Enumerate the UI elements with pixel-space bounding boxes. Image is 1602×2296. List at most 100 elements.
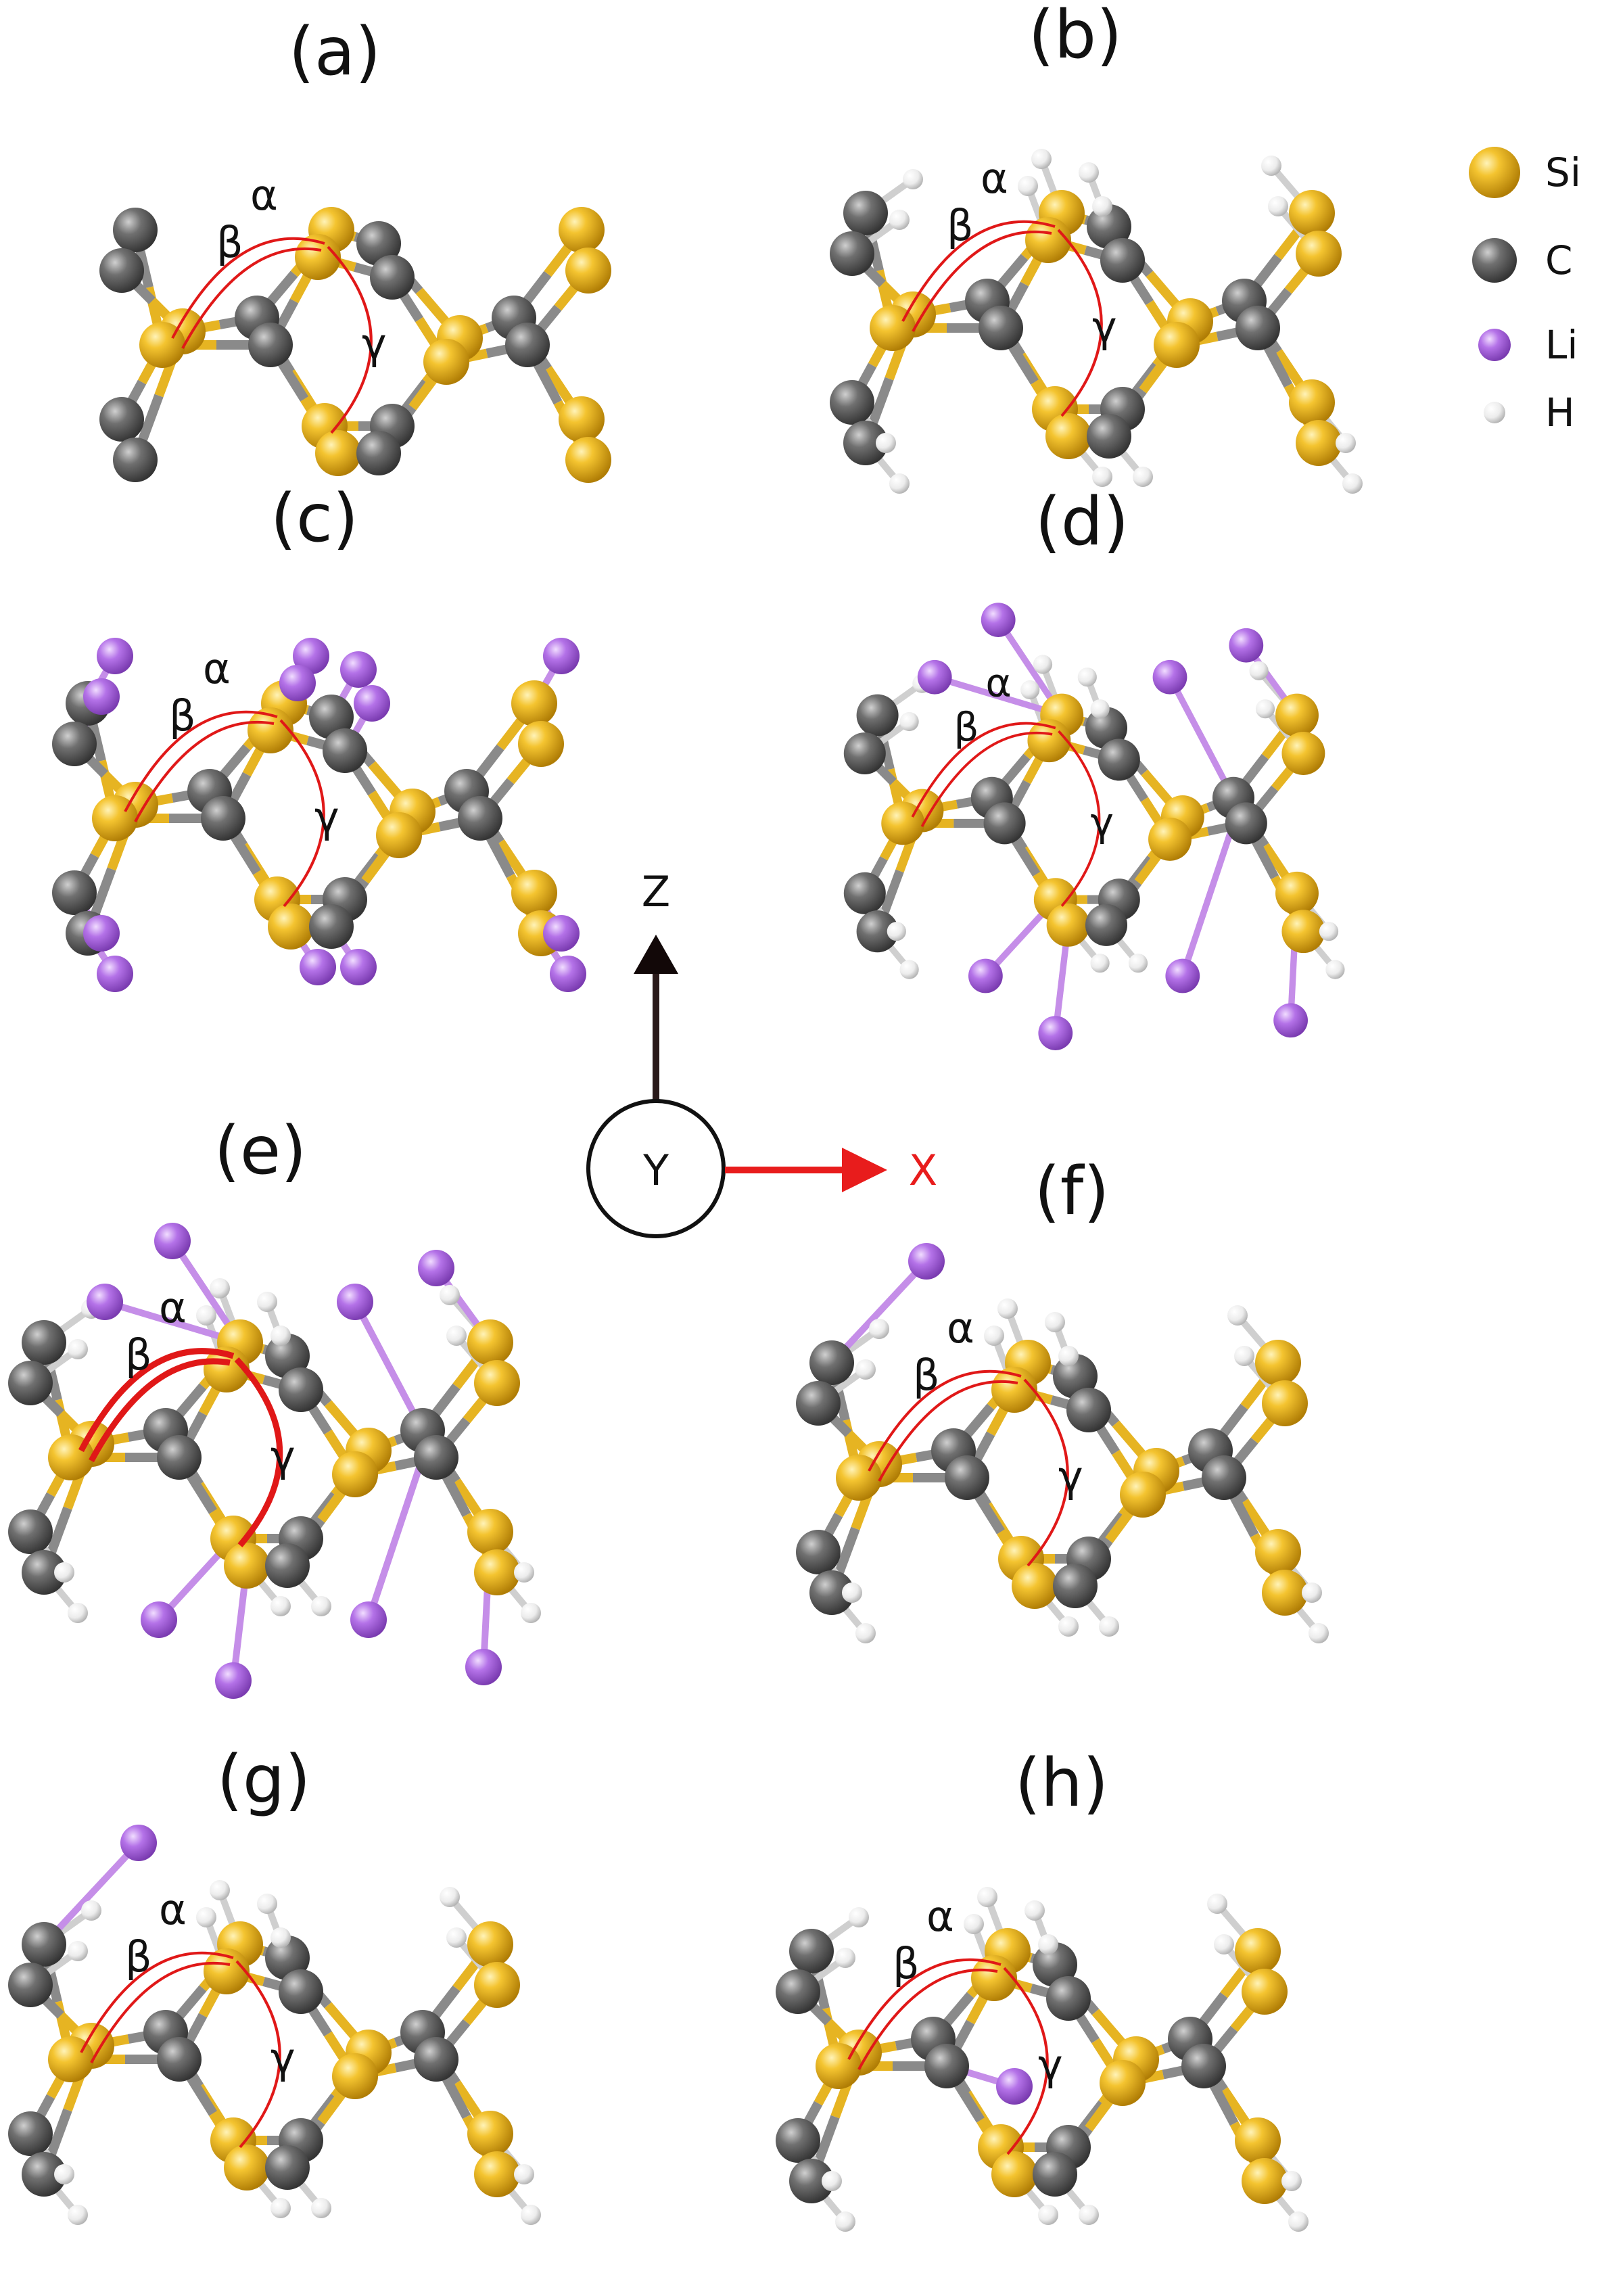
- li-atom: [279, 665, 316, 701]
- bond: [352, 1300, 426, 1432]
- li-atom: [120, 1825, 157, 1861]
- si-atom: [1289, 190, 1335, 236]
- si-atom: [559, 396, 605, 442]
- h-atom: [1092, 196, 1112, 216]
- alpha-arc: [847, 1958, 1002, 2060]
- alpha-arc: [901, 220, 1056, 322]
- alpha-arc: [80, 1951, 234, 2053]
- c-atom: [157, 1435, 202, 1480]
- h-atom: [54, 1562, 74, 1583]
- panel-structure: αβγ: [796, 1243, 1329, 1643]
- h-atom: [68, 2205, 88, 2225]
- si-atom: [248, 707, 293, 753]
- alpha-label: α: [159, 1885, 187, 1934]
- c-atom: [309, 695, 354, 739]
- c-atom: [201, 796, 245, 841]
- beta-label: β: [125, 1330, 152, 1380]
- h-atom: [849, 1907, 869, 1927]
- li-atom: [300, 949, 336, 985]
- c-atom: [796, 1381, 841, 1426]
- gamma-arc: [1057, 229, 1103, 417]
- gamma-label: γ: [362, 319, 387, 369]
- bond: [1179, 822, 1237, 977]
- c-atom: [265, 2145, 310, 2190]
- alpha-label: α: [981, 154, 1008, 203]
- si-atom: [474, 1962, 520, 2008]
- si-atom: [1281, 910, 1325, 954]
- h-atom: [855, 1623, 876, 1643]
- c-atom: [113, 438, 158, 482]
- h-atom: [887, 922, 906, 941]
- gamma-label: γ: [1091, 799, 1114, 845]
- h-atom: [977, 1887, 997, 1907]
- alpha-label: α: [926, 1892, 954, 1941]
- si-legend-label: Si: [1545, 149, 1581, 195]
- c-atom: [776, 1969, 820, 2014]
- si-atom: [1242, 1969, 1288, 2015]
- bond: [933, 674, 1063, 719]
- panel-label: (h): [1015, 1745, 1109, 1822]
- h-atom: [1133, 467, 1153, 487]
- h-atom: [1234, 1346, 1254, 1366]
- h-atom: [899, 960, 919, 979]
- si-atom: [991, 2151, 1037, 2197]
- c-atom: [8, 1509, 53, 1554]
- gamma-arc: [327, 245, 373, 434]
- si-atom: [518, 721, 564, 767]
- panel-structure: αβγ: [830, 149, 1363, 494]
- gamma-arc: [234, 1357, 283, 1547]
- li-atom: [981, 603, 1016, 637]
- gamma-arc: [1058, 730, 1101, 907]
- h-atom: [1079, 162, 1099, 183]
- beta-label: β: [169, 691, 196, 741]
- si-atom: [1275, 871, 1319, 915]
- h-atom: [1319, 922, 1339, 941]
- h-atom: [984, 1326, 1004, 1346]
- x-axis-label: X: [909, 1146, 937, 1195]
- panel-label: (b): [1029, 0, 1123, 74]
- c-atom: [1087, 414, 1131, 459]
- beta-arc: [857, 1968, 998, 2070]
- h-atom: [1261, 156, 1281, 176]
- li-atom: [293, 638, 329, 674]
- li-atom: [154, 1223, 191, 1259]
- c-atom: [1053, 1564, 1098, 1608]
- si-atom: [423, 339, 469, 385]
- h-atom: [1045, 1312, 1065, 1332]
- alpha-arc: [171, 237, 325, 339]
- si-atom: [295, 234, 341, 280]
- c-atom: [22, 1550, 66, 1595]
- c-atom: [1098, 739, 1140, 781]
- c-atom: [789, 1929, 834, 1973]
- h-atom: [855, 1359, 876, 1380]
- c-atom: [52, 870, 97, 915]
- c-atom: [99, 248, 144, 293]
- c-atom: [265, 1543, 310, 1588]
- si-atom: [1027, 719, 1071, 763]
- si-atom: [1242, 2158, 1288, 2204]
- h-atom: [196, 1907, 216, 1927]
- h-atom: [1058, 1616, 1079, 1637]
- panel-label: (d): [1035, 484, 1129, 561]
- gamma-label: γ: [270, 1432, 296, 1481]
- si-atom: [467, 1509, 513, 1555]
- h-atom: [1128, 954, 1148, 973]
- c-atom: [8, 1361, 53, 1405]
- li-atom: [83, 915, 120, 952]
- h-atom: [835, 1948, 855, 1968]
- c-atom: [356, 431, 401, 475]
- c-legend-swatch: [1472, 238, 1517, 283]
- alpha-arc: [124, 710, 278, 812]
- si-atom: [204, 1346, 250, 1392]
- panel-structure: αβγ: [52, 638, 586, 992]
- c-atom: [505, 323, 550, 367]
- h-atom: [1020, 680, 1040, 700]
- h-atom: [68, 1603, 88, 1623]
- h-atom: [1336, 433, 1356, 453]
- li-atom: [83, 678, 120, 715]
- h-atom: [1092, 467, 1112, 487]
- si-atom: [467, 1921, 513, 1967]
- si-atom: [224, 1543, 270, 1589]
- beta-arc: [89, 1358, 231, 1463]
